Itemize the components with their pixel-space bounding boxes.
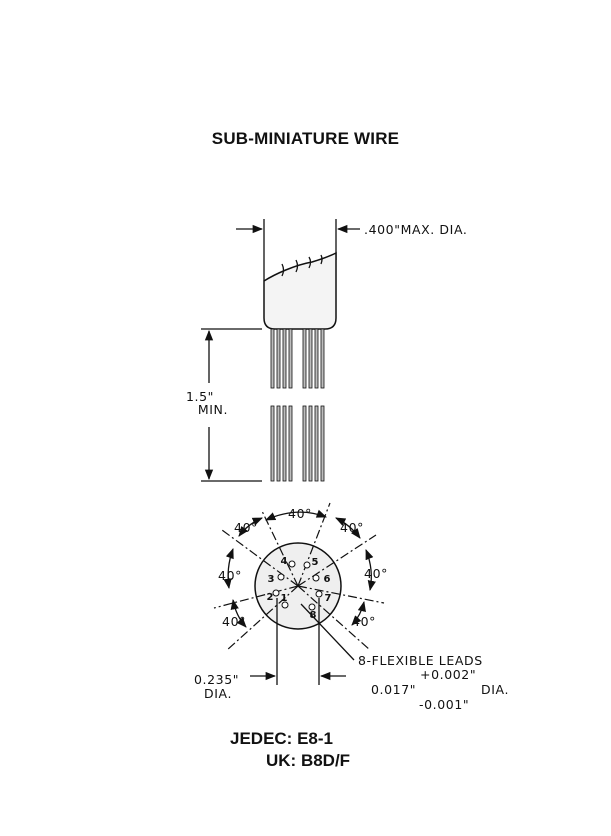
pin-holes: [272, 560, 323, 611]
leads-leader: [300, 603, 355, 661]
diagram-title: SUB-MINIATURE WIRE: [211, 129, 400, 148]
angle-label: 40°: [222, 614, 246, 629]
angle-arcs: [223, 509, 376, 628]
angle-label: 40°: [218, 568, 242, 583]
uk-code: UK: B8D/F: [266, 751, 351, 770]
jedec-code: JEDEC: E8-1: [230, 729, 333, 748]
seal-tip-mark: [308, 256, 312, 269]
angle-labels: 40° 40° 40° 40° 40° 40° 40°: [218, 506, 388, 629]
pin-number: 2: [267, 592, 274, 603]
tube-side-view: .400"MAX. DIA.: [186, 219, 467, 482]
leads-note: 8-FLEXIBLE LEADS: [358, 653, 483, 668]
pin-number: 1: [281, 593, 288, 604]
tube-envelope: [263, 251, 337, 330]
angle-label: 40°: [340, 520, 364, 535]
angle-label: 40°: [364, 566, 388, 581]
lead-length-value: 1.5": [186, 389, 214, 404]
pin-number: 4: [281, 556, 288, 567]
flexible-leads-lower: [270, 405, 325, 482]
diameter-label: .400"MAX. DIA.: [364, 222, 467, 237]
pin-number: 3: [268, 574, 275, 585]
flexible-leads-upper: [270, 328, 325, 389]
base-view: 1 2 3 4 5 6 7 8 40° 40° 40° 40°: [194, 502, 509, 712]
seal-tip-mark: [320, 254, 323, 265]
angle-label: 40°: [352, 614, 376, 629]
angle-label: 40°: [234, 520, 258, 535]
pin-number: 8: [310, 610, 317, 621]
lead-dia-minus: -0.001": [419, 697, 469, 712]
lead-length-unit: MIN.: [198, 402, 228, 417]
lead-dia-plus: +0.002": [420, 667, 476, 682]
pin-circle-unit: DIA.: [204, 686, 232, 701]
pin-number: 5: [312, 557, 319, 568]
seal-tip-mark: [281, 263, 285, 277]
lead-dia-value: 0.017": [371, 682, 416, 697]
lead-dia-unit: DIA.: [481, 682, 509, 697]
pin-number: 7: [325, 593, 332, 604]
angle-label: 40°: [288, 506, 312, 521]
pin-circle-value: 0.235": [194, 672, 239, 687]
pin-number: 6: [324, 574, 331, 585]
seal-tip-mark: [295, 259, 299, 273]
